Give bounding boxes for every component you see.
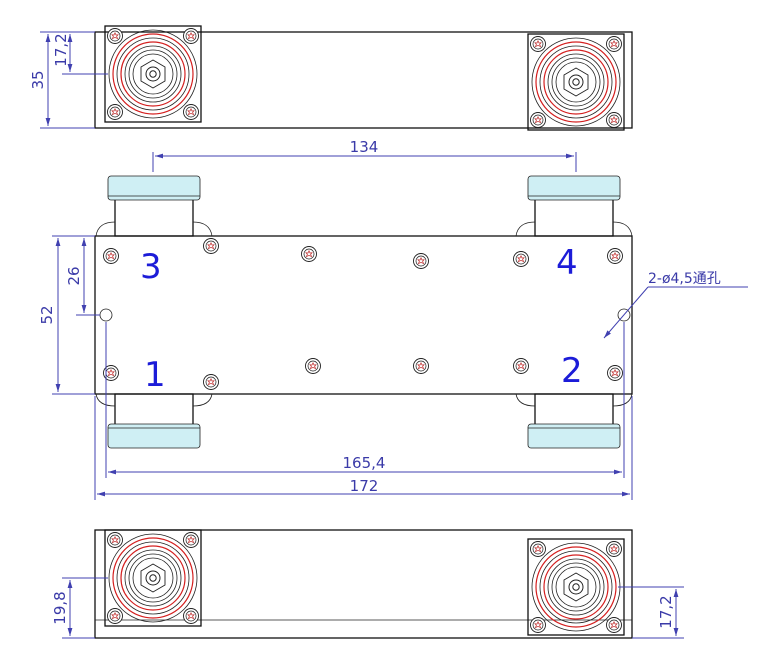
front-view-body (94, 235, 633, 395)
bottom-view-body (94, 529, 633, 639)
port-label-3: 3 (140, 247, 162, 287)
port-label-2: 2 (561, 351, 583, 391)
dim-bottom-connector-offset-left: 19,8 (51, 591, 69, 624)
dim-hole-spacing: 165,4 (343, 454, 386, 472)
dim-half-height: 26 (65, 266, 83, 285)
bottom-connector-left (105, 530, 201, 626)
through-hole-right (617, 308, 631, 322)
dim-top-connector-offset: 17,2 (52, 33, 70, 66)
bottom-view: 19,8 17,2 (51, 529, 684, 639)
dim-connector-spacing: 134 (350, 138, 379, 156)
front-connector-1 (95, 393, 213, 449)
bottom-connector-right (528, 539, 624, 635)
dim-total-length: 172 (350, 477, 379, 495)
front-screws (103, 238, 623, 390)
dim-body-height: 52 (38, 305, 56, 324)
top-connector-right (528, 34, 624, 130)
front-connector-3 (95, 175, 213, 237)
top-view: 35 17,2 (29, 26, 633, 130)
dim-top-height: 35 (29, 70, 47, 89)
front-connector-4 (515, 175, 633, 237)
top-connector-left (105, 26, 201, 122)
port-label-1: 1 (144, 355, 166, 395)
through-hole-left (99, 308, 113, 322)
front-connector-2 (515, 393, 633, 449)
dim-bottom-connector-offset-right: 17,2 (657, 595, 675, 628)
through-hole-note: 2-ø4,5通孔 (648, 271, 721, 287)
port-label-4: 4 (556, 243, 578, 283)
front-view: 1 3 4 (38, 138, 748, 500)
top-view-body (94, 31, 633, 129)
